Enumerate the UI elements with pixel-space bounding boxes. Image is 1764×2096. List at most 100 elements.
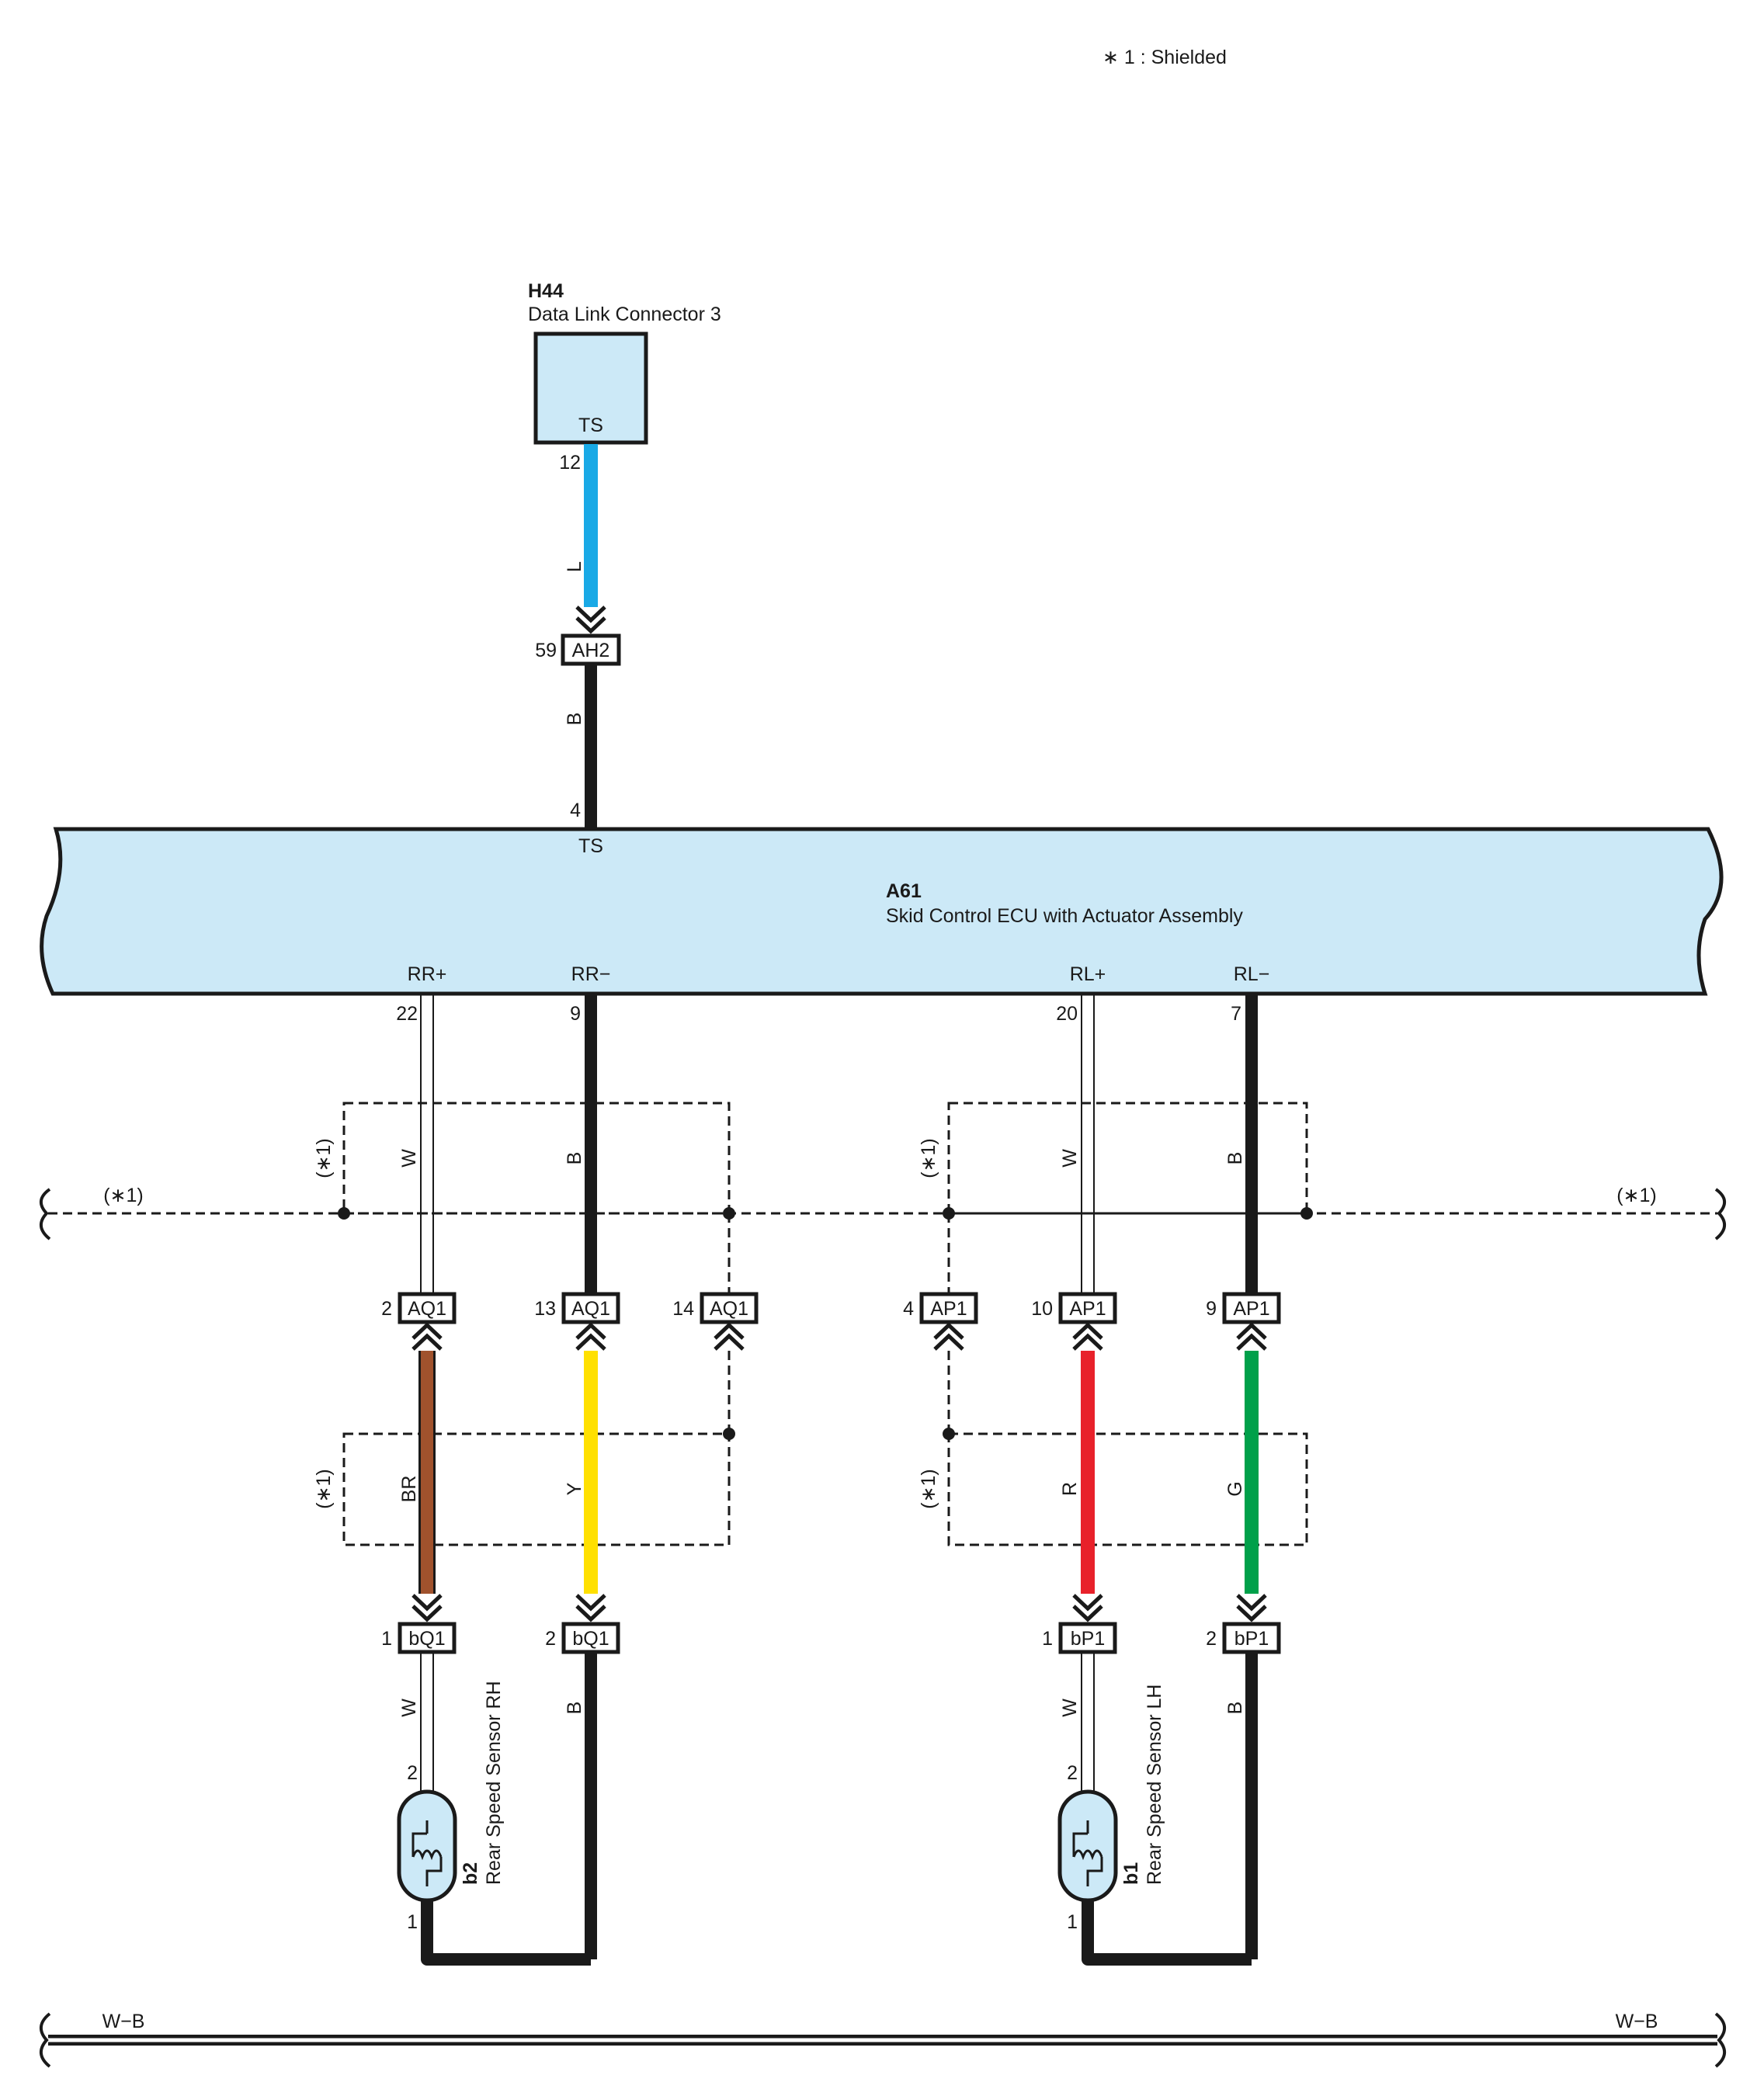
wire-w-rh-sensor-label: W bbox=[398, 1699, 420, 1717]
sensor-lh-pin-top: 2 bbox=[1067, 1762, 1078, 1784]
down-arrows-row bbox=[411, 1594, 1267, 1622]
shield-break-left bbox=[40, 1188, 51, 1241]
ecu-rlm-pin: 7 bbox=[1231, 1003, 1241, 1025]
dlc-box bbox=[533, 331, 648, 445]
aq1-label-b: AQ1 bbox=[571, 1298, 610, 1320]
bp1-connector-2 bbox=[1222, 1622, 1281, 1654]
aq1-label-a: AQ1 bbox=[408, 1298, 446, 1320]
ground-label-left: W−B bbox=[102, 2011, 145, 2032]
bp1-label-b: bP1 bbox=[1234, 1628, 1269, 1650]
sensor-lh-pin-bottom: 1 bbox=[1067, 1911, 1078, 1933]
bq1-connector-2 bbox=[561, 1622, 620, 1654]
ecu-rlp-label: RL+ bbox=[1070, 963, 1106, 985]
ap1-connector-4 bbox=[919, 1292, 978, 1324]
shield-note: ∗ 1 : Shielded bbox=[1102, 47, 1227, 68]
wire-br-label: BR bbox=[398, 1476, 420, 1503]
ground-label-right: W−B bbox=[1616, 2011, 1658, 2032]
dlc-pin: 12 bbox=[559, 452, 581, 474]
wire-lh-return bbox=[1082, 1900, 1252, 1966]
shield-label-lower-rh: (∗1) bbox=[313, 1469, 335, 1509]
ap1-label-b: AP1 bbox=[1069, 1298, 1106, 1320]
ecu-code: A61 bbox=[886, 880, 922, 902]
ap1-pin-b: 10 bbox=[1031, 1298, 1053, 1320]
ah2-pin: 59 bbox=[535, 640, 557, 661]
ap1-connector-9 bbox=[1222, 1292, 1281, 1324]
shield-junction-5 bbox=[723, 1428, 735, 1440]
ap1-label-a: AP1 bbox=[930, 1298, 967, 1320]
shield-junction-1 bbox=[338, 1207, 350, 1220]
ecu-rrp-label: RR+ bbox=[408, 963, 447, 985]
aq1-connector-14 bbox=[700, 1292, 759, 1324]
wire-b-rl-label: B bbox=[1224, 1152, 1246, 1165]
ap1-pin-a: 4 bbox=[903, 1298, 914, 1320]
ah2-box bbox=[561, 633, 621, 666]
ah2-arrow-1 bbox=[575, 606, 606, 623]
ground-break-right bbox=[1714, 2012, 1726, 2068]
shield-box-upper-lh bbox=[947, 1102, 1308, 1215]
dlc-name: Data Link Connector 3 bbox=[528, 304, 721, 325]
ap1-label-c: AP1 bbox=[1233, 1298, 1269, 1320]
ecu-rlm-label: RL− bbox=[1234, 963, 1270, 985]
sensor-rh-code: b2 bbox=[460, 1862, 481, 1885]
ah2-label: AH2 bbox=[572, 640, 610, 661]
shield-junction-4 bbox=[1300, 1207, 1313, 1220]
aq1-pin-b: 13 bbox=[534, 1298, 556, 1320]
wire-w-rl-label: W bbox=[1059, 1149, 1081, 1168]
shield-label-upper-rh: (∗1) bbox=[313, 1138, 335, 1178]
aq1-connector-2 bbox=[398, 1292, 457, 1324]
bp1-pin-b: 2 bbox=[1206, 1628, 1217, 1650]
wire-b-ts-label: B bbox=[564, 713, 585, 726]
shield-box-lower-rh bbox=[342, 1432, 731, 1546]
aq1-connector-13 bbox=[561, 1292, 620, 1324]
bq1-pin-b: 2 bbox=[545, 1628, 556, 1650]
sensor-rh-pin-top: 2 bbox=[407, 1762, 418, 1784]
wire-w-rr-label: W bbox=[398, 1149, 420, 1168]
shield-junction-6 bbox=[943, 1428, 955, 1440]
ecu-rrm-pin: 9 bbox=[570, 1003, 581, 1025]
ap1-pin-c: 9 bbox=[1206, 1298, 1217, 1320]
bq1-pin-a: 1 bbox=[381, 1628, 392, 1650]
sensor-rh-pin-bottom: 1 bbox=[407, 1911, 418, 1933]
bp1-connector-1 bbox=[1058, 1622, 1117, 1654]
shield-label-upper-lh: (∗1) bbox=[918, 1138, 939, 1178]
aq1-label-c: AQ1 bbox=[710, 1298, 748, 1320]
sensor-lh-coil-icon bbox=[1072, 1820, 1103, 1886]
sensor-lh-code: b1 bbox=[1120, 1862, 1142, 1885]
wire-y-label: Y bbox=[564, 1482, 585, 1495]
ecu-ts-label: TS bbox=[578, 835, 603, 857]
bp1-label-a: bP1 bbox=[1071, 1628, 1105, 1650]
bq1-label-a: bQ1 bbox=[408, 1628, 445, 1650]
ecu-rlp-pin: 20 bbox=[1056, 1003, 1078, 1025]
wire-rh-return bbox=[421, 1900, 591, 1966]
wire-l-label: L bbox=[564, 561, 585, 572]
aq1-pin-c: 14 bbox=[672, 1298, 694, 1320]
shield-box-lower-lh bbox=[947, 1432, 1308, 1546]
bp1-pin-a: 1 bbox=[1042, 1628, 1053, 1650]
wire-g-label: G bbox=[1224, 1481, 1246, 1496]
bq1-connector-1 bbox=[398, 1622, 457, 1654]
ecu-rrp-pin: 22 bbox=[396, 1003, 418, 1025]
ecu-ts-pin: 4 bbox=[570, 800, 581, 821]
aq1-pin-a: 2 bbox=[381, 1298, 392, 1320]
dlc-pin-label: TS bbox=[578, 415, 603, 436]
wire-w-lh-sensor-label: W bbox=[1059, 1699, 1081, 1717]
ecu-name: Skid Control ECU with Actuator Assembly bbox=[886, 905, 1243, 927]
wire-b-rh-sensor-label: B bbox=[564, 1702, 585, 1715]
wire-r-label: R bbox=[1059, 1482, 1081, 1496]
shield-label-left: (∗1) bbox=[103, 1185, 144, 1206]
ecu-rrm-label: RR− bbox=[571, 963, 611, 985]
wire-b-lh-sensor-label: B bbox=[1224, 1702, 1246, 1715]
ap1-connector-10 bbox=[1058, 1292, 1117, 1324]
sensor-lh-name: Rear Speed Sensor LH bbox=[1144, 1685, 1165, 1885]
shield-label-lower-lh: (∗1) bbox=[918, 1469, 939, 1509]
wire-b-rr-label: B bbox=[564, 1152, 585, 1165]
sensor-rh-coil-icon bbox=[411, 1820, 443, 1886]
shield-break-right bbox=[1714, 1188, 1726, 1241]
up-arrows-row bbox=[411, 1322, 1267, 1351]
dlc-code: H44 bbox=[528, 280, 564, 302]
bq1-label-b: bQ1 bbox=[572, 1628, 609, 1650]
ecu-box bbox=[40, 827, 1724, 996]
ground-break-left bbox=[40, 2012, 51, 2068]
ah2-arrow-2 bbox=[575, 616, 606, 634]
